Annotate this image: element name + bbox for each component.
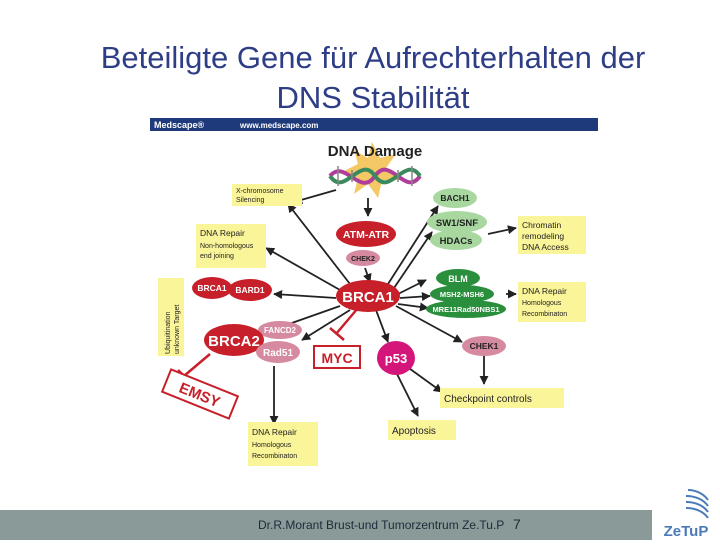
svg-text:DNA Repair: DNA Repair: [522, 286, 567, 296]
svg-text:CHEK1: CHEK1: [470, 341, 499, 351]
svg-text:Homologous: Homologous: [252, 442, 292, 449]
svg-text:SW1/SNF: SW1/SNF: [436, 218, 478, 229]
dna-damage-heading: DNA Damage: [328, 143, 422, 160]
svg-text:BRCA2: BRCA2: [208, 333, 260, 350]
svg-text:DNA Repair: DNA Repair: [252, 427, 297, 437]
logo-text: ZeTuP: [664, 523, 709, 540]
svg-text:p53: p53: [385, 351, 407, 366]
svg-text:MSH2-MSH6: MSH2-MSH6: [440, 290, 484, 299]
arrow-brca1-to-chek1: [395, 305, 463, 343]
svg-text:ATM-ATR: ATM-ATR: [343, 229, 390, 241]
node-swi-snf: SW1/SNF: [427, 211, 487, 233]
arrow-p53-to-apoptosis: [395, 371, 419, 417]
node-hdacs: HDACs: [430, 230, 482, 250]
medscape-url: www.medscape.com: [239, 121, 318, 130]
dna-helix-icon: [328, 142, 422, 198]
arrow-brca1-to-blm: [397, 279, 427, 295]
box-chromatin: Chromatin remodeling DNA Access: [518, 216, 586, 254]
zetup-logo: ZeTuP: [652, 486, 720, 540]
node-bard1: BARD1: [228, 279, 272, 301]
arrow-hdacs-to-chromatin: [487, 225, 517, 235]
svg-text:MRE11Rad50NBS1: MRE11Rad50NBS1: [432, 305, 499, 314]
svg-text:X-chromosome: X-chromosome: [236, 188, 284, 195]
node-brca2: BRCA2: [204, 324, 264, 356]
arrow-brca1-to-p53: [375, 309, 390, 343]
node-p53: p53: [377, 341, 415, 375]
svg-text:end joining: end joining: [200, 253, 234, 260]
svg-text:BRCA1: BRCA1: [197, 283, 227, 293]
arrow-p53-to-checkpoint: [405, 365, 443, 393]
arrow-brca1-to-mre11: [397, 302, 429, 312]
node-msh2-msh6: MSH2-MSH6: [430, 285, 494, 303]
node-bach1: BACH1: [433, 188, 477, 208]
dna-stability-diagram: Medscape® www.medscape.com DNA Damage: [150, 118, 598, 466]
svg-text:DNA Repair: DNA Repair: [200, 228, 245, 238]
node-chek1: CHEK1: [462, 336, 506, 356]
arrow-brca1-to-swi: [393, 231, 433, 289]
svg-text:HDACs: HDACs: [440, 236, 473, 247]
svg-text:Recombinaton: Recombinaton: [522, 311, 567, 318]
node-myc: MYC: [313, 345, 361, 369]
svg-text:Non-homologous: Non-homologous: [200, 243, 254, 250]
svg-text:DNA Access: DNA Access: [522, 242, 569, 252]
medscape-banner: [150, 118, 598, 131]
svg-text:FANCD2: FANCD2: [264, 326, 297, 335]
node-fancd2: FANCD2: [258, 321, 302, 339]
footer-author: Dr.R.Morant Brust-und Tumorzentrum Ze.Tu…: [258, 518, 505, 532]
svg-text:BARD1: BARD1: [235, 285, 265, 295]
svg-text:Apoptosis: Apoptosis: [392, 426, 436, 437]
svg-text:Homologous: Homologous: [522, 300, 562, 307]
title-line-1: Beteiligte Gene für Aufrechterhalten der: [100, 40, 646, 75]
node-emsy: EMSY: [160, 368, 240, 420]
arrow-brca1-to-bard1: [273, 290, 337, 300]
node-brca1-center: BRCA1: [336, 280, 400, 312]
svg-text:Chromatin: Chromatin: [522, 220, 561, 230]
svg-text:remodeling: remodeling: [522, 231, 564, 241]
svg-text:Ubiquitination: Ubiquitination: [165, 311, 172, 354]
node-rad51: Rad51: [256, 341, 300, 363]
box-xchrom: X-chromosome Silencing: [232, 184, 302, 206]
svg-text:BRCA1: BRCA1: [342, 289, 394, 306]
svg-text:BLM: BLM: [448, 274, 468, 284]
box-ubiquitination: Ubiquitination unknown Target: [158, 278, 184, 356]
svg-text:Rad51: Rad51: [263, 348, 293, 359]
title-line-2: DNS Stabilität: [276, 80, 470, 115]
page-number: 7: [513, 516, 521, 532]
svg-text:MYC: MYC: [321, 350, 352, 366]
svg-text:Recombinaton: Recombinaton: [252, 453, 297, 460]
svg-text:BACH1: BACH1: [440, 193, 470, 203]
arrow-brca1-to-xchrom: [287, 203, 351, 285]
node-brca1-small: BRCA1: [192, 277, 232, 299]
svg-text:unknown Target: unknown Target: [174, 305, 181, 354]
box-nhej: DNA Repair Non-homologous end joining: [196, 224, 266, 268]
footer-bar: [0, 510, 720, 540]
svg-text:Checkpoint controls: Checkpoint controls: [444, 394, 532, 405]
box-hr-right: DNA Repair Homologous Recombinaton: [518, 282, 586, 322]
arrow-chek2-to-brca1: [363, 267, 372, 283]
box-apoptosis: Apoptosis: [388, 420, 456, 440]
box-hr-bottom: DNA Repair Homologous Recombinaton: [248, 422, 318, 466]
arrow-brca1-to-msh: [399, 292, 431, 302]
node-chek2: CHEK2: [346, 250, 380, 266]
arrow-brca1-to-nhej: [265, 247, 341, 291]
box-checkpoint: Checkpoint controls: [440, 388, 564, 408]
node-mre11: MRE11Rad50NBS1: [426, 300, 506, 318]
node-atm-atr: ATM-ATR: [336, 221, 396, 247]
arrow-brca1-to-rad51: [301, 309, 351, 341]
zetup-logo-icon: ZeTuP: [664, 489, 709, 540]
node-blm: BLM: [436, 269, 480, 287]
svg-text:CHEK2: CHEK2: [351, 256, 375, 263]
svg-text:Silencing: Silencing: [236, 197, 265, 204]
slide-title: Beteiligte Gene für Aufrechterhalten der…: [0, 38, 720, 118]
medscape-brand: Medscape®: [154, 120, 205, 130]
